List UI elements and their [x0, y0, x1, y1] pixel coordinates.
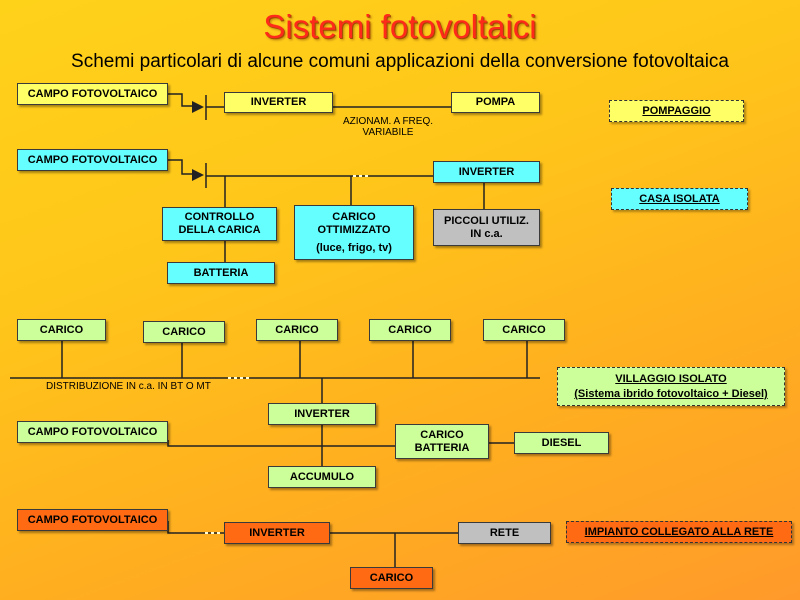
s1-note-line1: AZIONAM. A FREQ. — [342, 116, 433, 127]
s3-carico-2: CARICO — [143, 321, 225, 343]
s1-note-line2: VARIABILE — [362, 127, 414, 138]
s3-carico-batteria-line1: CARICO — [420, 428, 464, 441]
s4-campo-fotovoltaico: CAMPO FOTOVOLTAICO — [17, 509, 168, 531]
s3-tag-line2: (Sistema ibrido fotovoltaico + Diesel) — [574, 388, 768, 400]
s1-arrow — [192, 101, 204, 113]
s3-diesel: DIESEL — [514, 432, 609, 454]
s4-rete: RETE — [458, 522, 551, 544]
s4-campo-link — [167, 521, 224, 534]
s3-carico-3: CARICO — [256, 319, 338, 341]
s3-distribuzione-label: DISTRIBUZIONE IN c.a. IN BT O MT — [46, 381, 211, 392]
s4-carico: CARICO — [350, 567, 433, 589]
s2-controllo-line2: DELLA CARICA — [178, 224, 261, 236]
s2-controllo-line1: CONTROLLO — [184, 211, 255, 223]
s1-tag-pompaggio: POMPAGGIO — [609, 100, 744, 122]
s1-note: AZIONAM. A FREQ. VARIABILE — [318, 116, 458, 138]
s2-tag-casa-isolata: CASA ISOLATA — [611, 188, 748, 210]
page-subtitle: Schemi particolari di alcune comuni appl… — [71, 51, 729, 72]
page-title: Sistemi fotovoltaici — [263, 8, 537, 45]
s4-inverter: INVERTER — [224, 522, 330, 544]
s3-campo-link — [167, 440, 395, 447]
s2-controllo-carica: CONTROLLO DELLA CARICA — [162, 207, 277, 241]
s2-inverter: INVERTER — [433, 161, 540, 183]
s3-inverter: INVERTER — [268, 403, 376, 425]
s3-accumulo: ACCUMULO — [268, 466, 376, 488]
s1-campo-fotovoltaico: CAMPO FOTOVOLTAICO — [17, 83, 168, 105]
s2-batteria: BATTERIA — [167, 262, 275, 284]
s1-inverter: INVERTER — [224, 92, 333, 113]
s2-piccoli-line2: IN c.a. — [470, 227, 503, 240]
s3-carico-4: CARICO — [369, 319, 451, 341]
s2-carico-ottimizzato: CARICO OTTIMIZZATO (luce, frigo, tv) — [294, 205, 414, 260]
s2-piccoli-line1: PICCOLI UTILIZ. — [444, 214, 529, 227]
s2-carico-line1: CARICO — [332, 210, 376, 223]
s2-arrow — [192, 169, 204, 181]
s3-tag-line1: VILLAGGIO ISOLATO — [615, 373, 727, 385]
s4-tag-impianto-rete: IMPIANTO COLLEGATO ALLA RETE — [566, 521, 792, 543]
s2-campo-link — [168, 159, 198, 175]
s3-campo-fotovoltaico: CAMPO FOTOVOLTAICO — [17, 421, 168, 443]
s3-tag-villaggio-isolato: VILLAGGIO ISOLATO (Sistema ibrido fotovo… — [557, 367, 785, 406]
s3-carico-1: CARICO — [17, 319, 106, 341]
s1-campo-link — [168, 93, 198, 107]
s3-carico-batteria: CARICO BATTERIA — [395, 424, 489, 459]
s3-carico-5: CARICO — [483, 319, 565, 341]
s2-carico-line3: (luce, frigo, tv) — [316, 241, 392, 254]
s1-pompa: POMPA — [451, 92, 540, 113]
s2-carico-line2: OTTIMIZZATO — [317, 223, 391, 236]
s2-piccoli-utilizzatori: PICCOLI UTILIZ. IN c.a. — [433, 209, 540, 246]
s2-campo-fotovoltaico: CAMPO FOTOVOLTAICO — [17, 149, 168, 171]
s3-carico-batteria-line2: BATTERIA — [414, 441, 470, 454]
